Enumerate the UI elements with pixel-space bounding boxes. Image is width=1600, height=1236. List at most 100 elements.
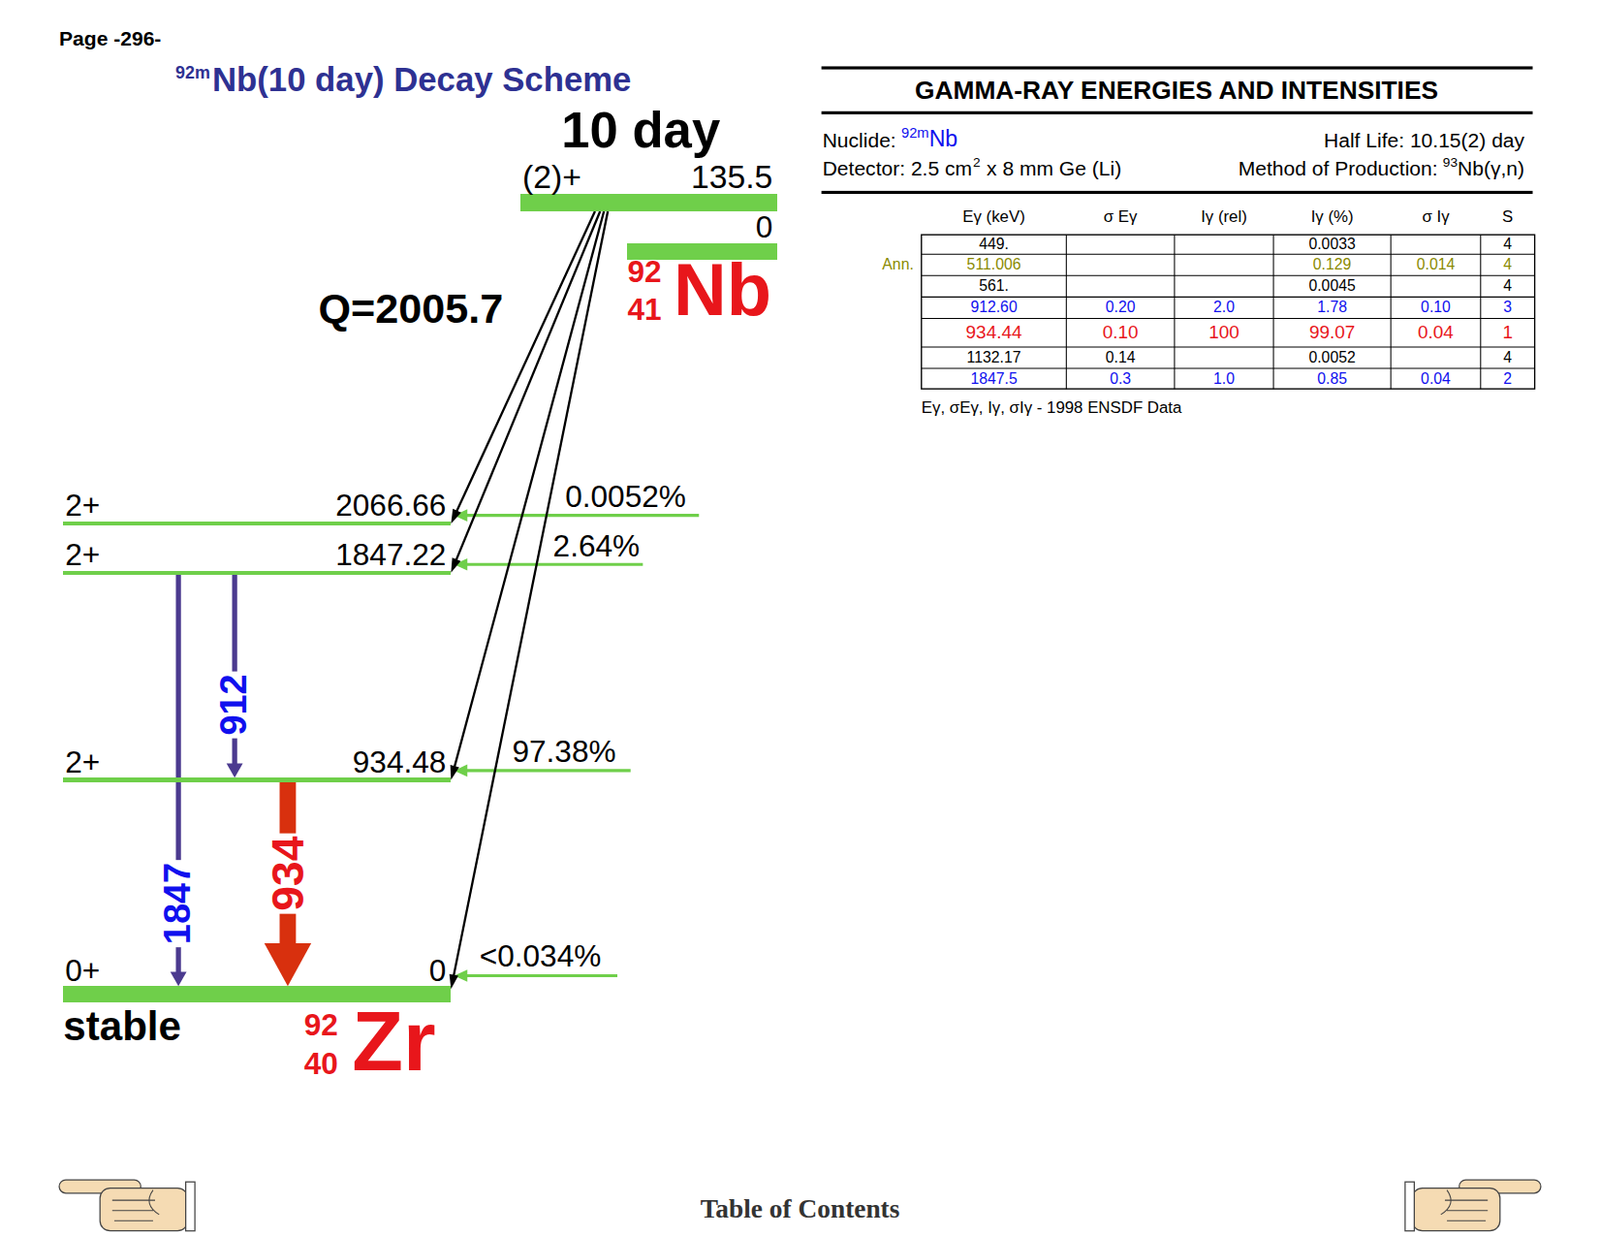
text-group: 2.64% <box>551 531 643 563</box>
table-title: GAMMA-RAY ENERGIES AND INTENSITIES <box>914 77 1439 103</box>
pointing-hand <box>1405 1179 1541 1231</box>
text-group: Detector: 2.5 cm2 x 8 mm Ge (Li) <box>822 157 1123 179</box>
text-group: S <box>1502 209 1513 226</box>
text-group: 912.60 <box>970 300 1017 316</box>
energy-level: (2)+135.5 <box>520 193 778 212</box>
table-border <box>921 234 1536 389</box>
text-group: 41 <box>627 294 662 326</box>
table-cell: 3 <box>1503 300 1512 316</box>
text-group: 3 <box>1503 300 1512 316</box>
text-group: 2 <box>1503 371 1512 387</box>
text-group: 4 <box>1503 256 1512 273</box>
text-group: 4 <box>1503 236 1512 252</box>
text-group: 4 <box>1503 278 1512 294</box>
table-info: 93 <box>1443 156 1458 170</box>
text-group: 0.04 <box>1417 323 1454 343</box>
text-group: 0.85 <box>1317 371 1348 387</box>
mass-number: 92 <box>627 256 662 288</box>
text-group: Ann. <box>881 256 913 273</box>
beta-decay-arrow <box>450 211 600 573</box>
hand-cuff <box>1405 1181 1414 1231</box>
arrowhead <box>450 557 461 572</box>
text-group: Zr <box>351 999 436 1083</box>
gamma-energy-label: 934 <box>263 833 313 914</box>
text-group: 449. <box>978 236 1009 252</box>
table-header: Eγ (keV) <box>962 209 1026 226</box>
q-value: Q=2005.7 <box>318 287 504 330</box>
spin-parity: 0+ <box>64 955 100 987</box>
table-cell: 99.07 <box>1309 323 1355 343</box>
spin-parity: 2+ <box>64 490 100 522</box>
text-group: Iγ (%) <box>1311 209 1354 226</box>
table-cell: 2 <box>1503 371 1512 387</box>
level-energy: 1847.22 <box>335 539 446 571</box>
text-group: 99.07 <box>1309 323 1355 343</box>
table-cell: 2.0 <box>1213 300 1235 316</box>
text-group: 92mNb(10 day) Decay Scheme <box>175 62 631 97</box>
hand-cuff <box>186 1181 195 1231</box>
text-group: 0.014 <box>1416 256 1456 273</box>
text-group: 1.78 <box>1317 300 1348 316</box>
text-group: 4 <box>1503 349 1512 366</box>
hand-fist <box>1411 1188 1501 1231</box>
hand-lines <box>1441 1190 1488 1222</box>
text-group: 0.0033 <box>1308 236 1355 252</box>
table-cell: 100 <box>1208 323 1240 343</box>
table-cell: 4 <box>1503 349 1512 366</box>
table-cell: 1847.5 <box>970 371 1017 387</box>
branching-ratio: 2.64% <box>551 531 643 563</box>
table-cell: 0.0052 <box>1308 349 1355 366</box>
table-cell: 1.0 <box>1213 371 1235 387</box>
table-grid <box>921 253 1536 369</box>
table-info: Half Life: 10.15(2) day <box>1323 129 1525 151</box>
stability-note: stable <box>62 1005 182 1047</box>
text-group: 92 <box>304 1009 339 1041</box>
text-group: 0.129 <box>1313 256 1352 273</box>
level-energy: 934.48 <box>352 747 447 779</box>
text-group: 0.04 <box>1420 371 1451 387</box>
text-group: Q=2005.7 <box>318 287 504 330</box>
table-cell: 0.10 <box>1420 300 1451 316</box>
table-info: Method of Production: <box>1238 157 1439 179</box>
table-cell: 934.44 <box>966 323 1023 343</box>
table-cell: 1 <box>1502 323 1513 343</box>
spin-parity: (2)+ <box>522 160 582 194</box>
hand-fist <box>99 1188 189 1231</box>
element-symbol: Zr <box>351 999 436 1083</box>
text-group: 10 day <box>561 104 721 157</box>
mass-number: 92 <box>304 1009 339 1041</box>
pointing-hand <box>59 1179 195 1231</box>
table-info: Nb(γ,n) <box>1457 157 1525 179</box>
beta-decay-arrow <box>450 211 596 524</box>
table-cell: 4 <box>1503 236 1512 252</box>
text-group: 0.10 <box>1420 300 1451 316</box>
level-energy: 135.5 <box>690 160 773 194</box>
text-group: 0.3 <box>1109 371 1131 387</box>
text-group: Half Life: 10.15(2) day <box>1323 129 1525 151</box>
level-energy: 0 <box>429 955 447 987</box>
table-info: Nuclide: <box>822 129 897 151</box>
arrowhead <box>264 942 312 986</box>
spin-parity: 2+ <box>64 539 100 571</box>
table-cell: 0.14 <box>1105 349 1136 366</box>
atomic-number: 41 <box>627 294 662 326</box>
table-cell: 0.10 <box>1102 323 1139 343</box>
text-group: Iγ (rel) <box>1200 209 1248 226</box>
connector-line <box>456 211 596 512</box>
feeding-arrow <box>464 563 643 566</box>
energy-level: 2+934.48 <box>62 777 451 782</box>
text-group: 1132.17 <box>967 349 1022 366</box>
table-info: 2 <box>972 156 981 170</box>
text-group: Method of Production: 93Nb(γ,n) <box>1238 157 1525 179</box>
gamma-energy-label: 912 <box>214 670 255 738</box>
table-cell: 511.006 <box>967 256 1022 273</box>
text-group: 40 <box>304 1048 339 1080</box>
table-info: Detector: 2.5 cm <box>822 157 973 179</box>
table-info: x 8 mm Ge (Li) <box>986 157 1122 179</box>
arrowhead <box>170 971 188 986</box>
table-cell: 0.04 <box>1417 323 1454 343</box>
table-header: Iγ (rel) <box>1200 209 1248 226</box>
element-symbol: Nb <box>673 252 772 327</box>
arrowhead <box>450 764 460 780</box>
